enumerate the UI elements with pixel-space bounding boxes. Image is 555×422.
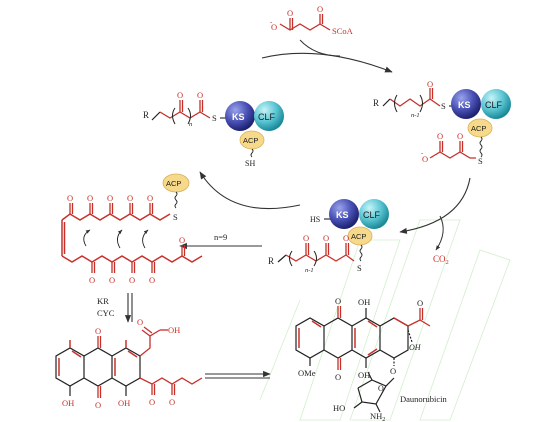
left-o1: O	[177, 90, 183, 100]
kr-label: KR	[97, 296, 109, 306]
bottom-o2: O	[323, 233, 329, 243]
dauno-ome: OMe	[298, 368, 316, 378]
right-o-a: O	[422, 154, 428, 164]
arrow-elongation-cycle	[199, 171, 301, 210]
anthra-o-acid: O	[137, 317, 143, 327]
poly-o4: O	[87, 193, 93, 203]
bottom-ks-label: KS	[336, 210, 349, 220]
poly-s: S	[173, 212, 178, 222]
malonyl-scoa: O O O - SCoA	[270, 4, 354, 36]
anthra-o-bot: O	[95, 400, 101, 410]
co2-label: CO2	[433, 254, 449, 266]
daunorubicin-structure: O O OH OH OMe O OH O O HO NH2 Daunorubic…	[295, 296, 447, 422]
left-r: R	[143, 110, 149, 120]
right-sub-n1: n-1	[411, 112, 420, 119]
right-complex: R O n-1 S KS CLF ACP S O - O O	[373, 79, 511, 166]
anthra-oh-acid: OH	[168, 325, 180, 335]
malonyl-minus: -	[270, 18, 273, 26]
bottom-o1: O	[303, 233, 309, 243]
left-acp-label: ACP	[243, 136, 258, 145]
bottom-o3: O	[343, 233, 349, 243]
arrow-decarboxylation	[399, 177, 471, 234]
left-o2: O	[197, 90, 203, 100]
anthra-o-k2: O	[169, 397, 175, 407]
bottom-s: S	[357, 263, 362, 273]
right-acp-label: ACP	[471, 124, 486, 133]
dauno-o-sugar: O	[390, 366, 396, 376]
poly-o2: O	[127, 193, 133, 203]
bottom-acp-label: ACP	[351, 232, 366, 241]
anthra-oh-left: OH	[62, 398, 74, 408]
left-clf-domain	[254, 101, 284, 131]
anthra-o-top: O	[95, 326, 101, 336]
arrow-malonyl-in	[299, 39, 341, 57]
left-complex: R O O n S KS CLF ACP SH	[143, 90, 284, 168]
bottom-hs: HS	[310, 215, 320, 224]
right-o-c: O	[457, 131, 463, 141]
kr-cyc-step: KR CYC	[97, 293, 133, 323]
bottom-complex: HS KS CLF ACP S R O O O n-1	[268, 199, 389, 274]
right-r: R	[373, 98, 379, 108]
poly-o10: O	[179, 235, 185, 245]
right-acp-domain	[467, 118, 493, 138]
arrow-loading	[261, 52, 393, 73]
left-s: S	[212, 113, 217, 123]
malonyl-o-neg: O	[271, 22, 277, 32]
polyketide-chain: ACP S O O O O O O O	[61, 173, 203, 285]
poly-o6: O	[89, 275, 95, 285]
right-clf-label: CLF	[485, 100, 503, 110]
dauno-oh-top: OH	[358, 297, 370, 307]
left-ks-domain	[225, 101, 255, 131]
dauno-o-ring: O	[378, 384, 384, 393]
right-s2: S	[478, 156, 483, 166]
anthra-oh-mid: OH	[118, 398, 130, 408]
dauno-o-top: O	[335, 296, 341, 306]
malonyl-o1: O	[287, 8, 293, 18]
poly-acp-label: ACP	[166, 179, 181, 188]
cyc-label: CYC	[97, 308, 115, 318]
dauno-oh-side: OH	[409, 343, 422, 352]
right-o1: O	[427, 79, 433, 89]
anthraquinone-intermediate: O O OH OH O OH O O	[55, 317, 203, 410]
bottom-r: R	[268, 256, 274, 266]
left-sub-n: n	[189, 121, 192, 128]
dauno-oh-mid: OH	[358, 370, 370, 380]
poly-o1: O	[147, 193, 153, 203]
left-sh: SH	[245, 159, 255, 168]
bottom-clf-label: CLF	[363, 210, 381, 220]
daunorubicin-name: Daunorubicin	[400, 394, 447, 404]
dauno-ho: HO	[333, 403, 345, 413]
right-ks-domain	[451, 89, 481, 119]
arrow-multistep	[205, 370, 271, 379]
poly-o8: O	[129, 275, 135, 285]
watermark	[259, 219, 511, 421]
bottom-clf-domain	[359, 199, 389, 229]
dauno-o-mid: O	[335, 372, 341, 382]
poly-o9: O	[149, 275, 155, 285]
poly-o7: O	[109, 275, 115, 285]
poly-o3: O	[107, 193, 113, 203]
dauno-nh2: NH2	[370, 411, 385, 422]
right-o-b: O	[437, 131, 443, 141]
right-s: S	[441, 101, 446, 111]
arrow-co2-out	[435, 215, 444, 251]
bottom-acp-domain	[347, 226, 373, 246]
right-minus: -	[421, 149, 424, 157]
anthra-o-k1: O	[149, 397, 155, 407]
n9-label: n=9	[214, 232, 227, 242]
dauno-o-keto: O	[417, 298, 423, 308]
bottom-sub-n1: n-1	[305, 267, 314, 274]
poly-o5: O	[67, 193, 73, 203]
bottom-ks-domain	[329, 199, 359, 229]
right-clf-domain	[481, 89, 511, 119]
right-ks-label: KS	[458, 100, 471, 110]
malonyl-o2: O	[317, 4, 323, 14]
left-clf-label: CLF	[258, 112, 276, 122]
malonyl-scoa-label: SCoA	[332, 26, 354, 36]
left-ks-label: KS	[232, 112, 245, 122]
